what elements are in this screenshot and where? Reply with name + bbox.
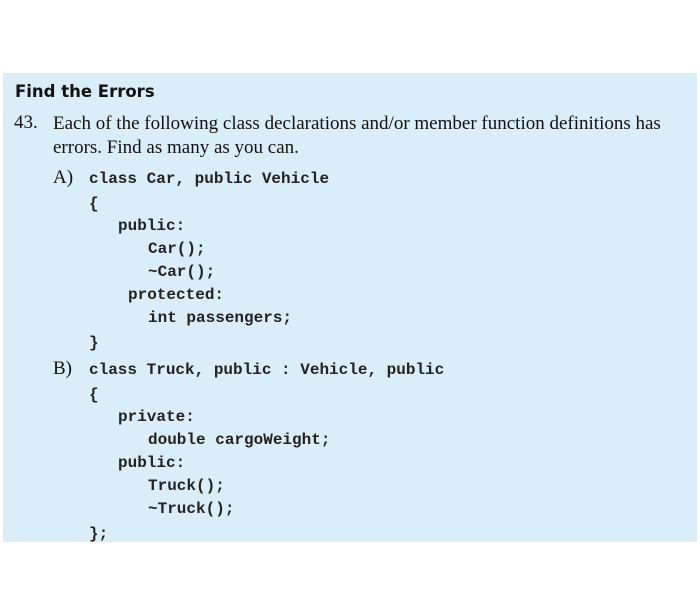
code-line-b3: private: <box>118 408 195 426</box>
code-line-b1: class Truck, public : Vehicle, public <box>89 361 445 379</box>
code-line-a3: public: <box>118 217 186 235</box>
exercise-panel: Find the Errors 43. Each of the followin… <box>3 73 697 543</box>
code-line-a5: ~Car(); <box>148 263 216 281</box>
code-line-a4: Car(); <box>148 240 206 258</box>
code-line-a6: protected: <box>128 286 225 304</box>
question-prompt: Each of the following class declarations… <box>53 113 661 158</box>
section-heading: Find the Errors <box>15 82 155 101</box>
code-line-b8: }; <box>89 525 109 543</box>
code-line-b5: public: <box>118 454 186 472</box>
code-line-a1: class Car, public Vehicle <box>89 170 330 188</box>
question-number: 43. <box>14 112 38 133</box>
code-line-a2: { <box>89 195 99 213</box>
code-line-a7: int passengers; <box>148 309 293 327</box>
code-line-b4: double cargoWeight; <box>148 431 331 449</box>
part-a-label: A) <box>53 167 74 188</box>
part-b-label: B) <box>53 358 72 379</box>
code-line-b7: ~Truck(); <box>148 500 235 518</box>
code-line-b6: Truck(); <box>148 477 225 495</box>
code-line-a8: } <box>89 334 99 352</box>
code-line-b2: { <box>89 386 99 404</box>
